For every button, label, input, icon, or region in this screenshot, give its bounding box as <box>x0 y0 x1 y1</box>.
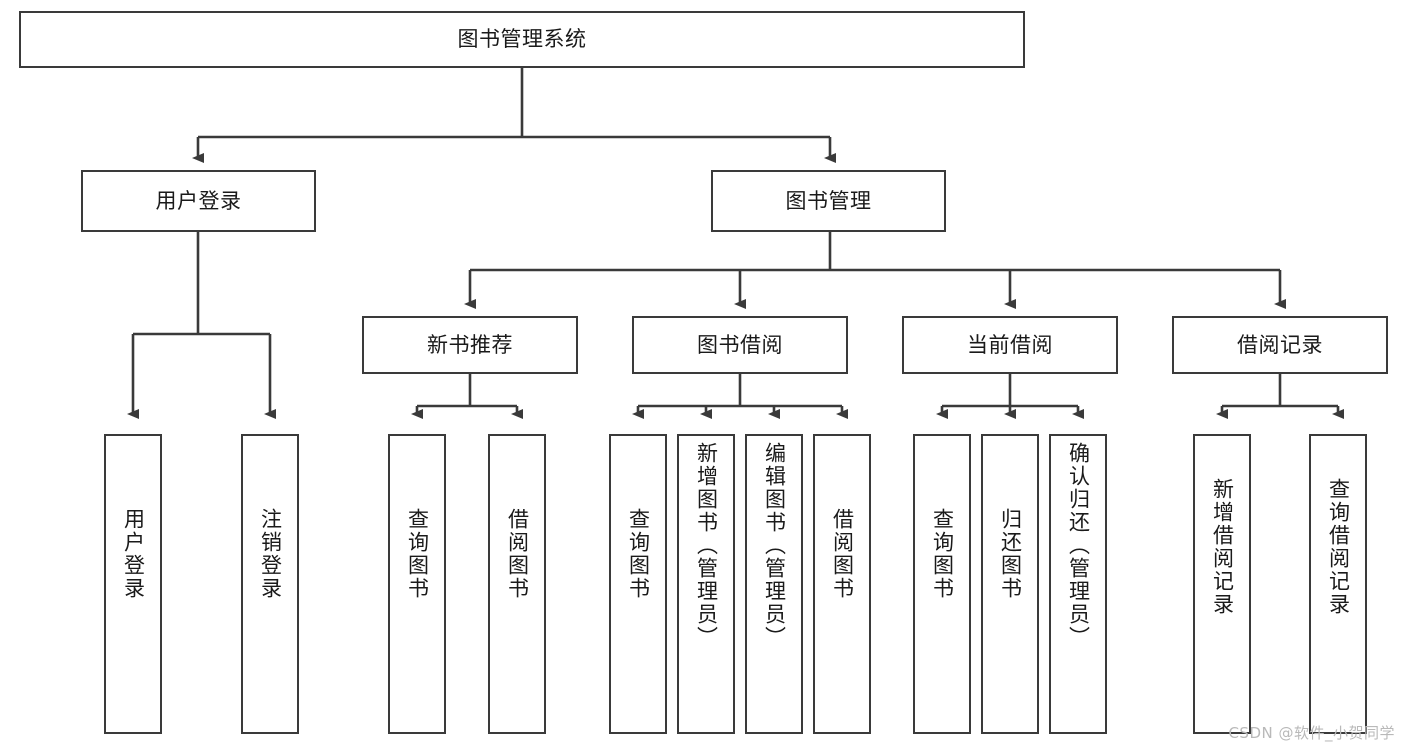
leaf-record-add-label: 新增借阅记录 <box>1210 478 1235 616</box>
leaf-current-query-book[interactable]: 查询图书 <box>913 434 971 734</box>
leaf-borrow-query-book[interactable]: 查询图书 <box>609 434 667 734</box>
leaf-current-return-book-label: 归还图书 <box>998 508 1023 600</box>
node-current-borrow-label: 当前借阅 <box>967 332 1053 357</box>
leaf-current-confirm-return[interactable]: 确认归还（管理员） <box>1049 434 1107 734</box>
node-new-book-recommend[interactable]: 新书推荐 <box>362 316 578 374</box>
leaf-borrow-add-book[interactable]: 新增图书（管理员） <box>677 434 735 734</box>
leaf-borrow-borrow-book-label: 借阅图书 <box>830 508 855 600</box>
leaf-current-query-book-label: 查询图书 <box>930 508 955 600</box>
node-current-borrow[interactable]: 当前借阅 <box>902 316 1118 374</box>
node-borrow-record[interactable]: 借阅记录 <box>1172 316 1388 374</box>
node-book-management-label: 图书管理 <box>785 188 872 213</box>
leaf-new-book-borrow-label: 借阅图书 <box>505 508 530 600</box>
leaf-new-book-query[interactable]: 查询图书 <box>388 434 446 734</box>
leaf-record-query-label: 查询借阅记录 <box>1326 478 1351 616</box>
leaf-borrow-edit-book-label: 编辑图书（管理员） <box>762 442 787 649</box>
leaf-user-login-label: 用户登录 <box>121 508 146 600</box>
csdn-watermark: CSDN @软件_小贺同学 <box>1228 724 1395 742</box>
leaf-user-logout[interactable]: 注销登录 <box>241 434 299 734</box>
leaf-current-confirm-return-label: 确认归还（管理员） <box>1066 442 1091 649</box>
leaf-record-add[interactable]: 新增借阅记录 <box>1193 434 1251 734</box>
leaf-borrow-query-book-label: 查询图书 <box>626 508 651 600</box>
leaf-current-return-book[interactable]: 归还图书 <box>981 434 1039 734</box>
node-new-book-recommend-label: 新书推荐 <box>427 332 513 357</box>
node-user-login[interactable]: 用户登录 <box>81 170 316 232</box>
leaf-new-book-borrow[interactable]: 借阅图书 <box>488 434 546 734</box>
leaf-borrow-edit-book[interactable]: 编辑图书（管理员） <box>745 434 803 734</box>
node-book-borrow[interactable]: 图书借阅 <box>632 316 848 374</box>
leaf-record-query[interactable]: 查询借阅记录 <box>1309 434 1367 734</box>
leaf-user-login[interactable]: 用户登录 <box>104 434 162 734</box>
node-root[interactable]: 图书管理系统 <box>19 11 1025 68</box>
node-root-label: 图书管理系统 <box>457 27 587 52</box>
leaf-borrow-borrow-book[interactable]: 借阅图书 <box>813 434 871 734</box>
node-borrow-record-label: 借阅记录 <box>1237 332 1323 357</box>
leaf-borrow-add-book-label: 新增图书（管理员） <box>694 442 719 649</box>
leaf-new-book-query-label: 查询图书 <box>405 508 430 600</box>
node-book-borrow-label: 图书借阅 <box>697 332 783 357</box>
leaf-user-logout-label: 注销登录 <box>258 508 283 600</box>
node-user-login-label: 用户登录 <box>155 188 242 213</box>
node-book-management[interactable]: 图书管理 <box>711 170 946 232</box>
